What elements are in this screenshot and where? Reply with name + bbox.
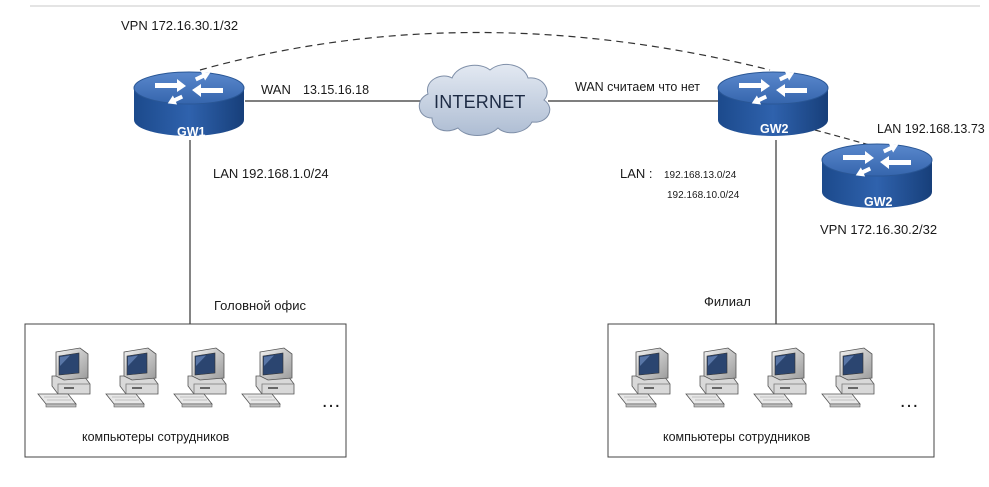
branch-caption: компьютеры сотрудников [663, 430, 811, 444]
branch-office-box [607, 323, 935, 458]
gw1-router-label: GW1 [177, 125, 206, 139]
lan-gw2-network-1: 192.168.13.0/24 [664, 170, 737, 181]
branch-office-computer-icon [617, 347, 671, 408]
vpn-tunnel-line [199, 31, 771, 71]
gw2-vpn-router-label: GW2 [864, 195, 893, 209]
head-office-computer-icon [105, 347, 159, 408]
gw2-branch-router-label: GW2 [760, 122, 789, 136]
head-office-computers [37, 347, 295, 408]
wan-gw2-label: WAN считаем что нет [575, 80, 701, 94]
head-office-box [24, 323, 347, 458]
head-office-computer-icon [37, 347, 91, 408]
head-office-label: Головной офис [214, 298, 306, 313]
internet-label: INTERNET [434, 92, 526, 112]
lan-gw2-prefix: LAN : [620, 166, 653, 181]
cloud-icon [418, 63, 551, 136]
vpn-gw2-label: VPN 172.16.30.2/32 [820, 222, 938, 237]
head-office-ellipsis: … [321, 390, 342, 412]
wan-gw1-prefix: WAN [261, 82, 291, 97]
lan-gw2-network-2: 192.168.10.0/24 [667, 190, 740, 201]
branch-ellipsis: … [899, 390, 920, 412]
branch-office-computers [617, 347, 875, 408]
head-office-computer-icon [241, 347, 295, 408]
branch-label: Филиал [704, 294, 751, 309]
branch-office-computer-icon [685, 347, 739, 408]
vpn-gw1-label: VPN 172.16.30.1/32 [121, 18, 239, 33]
head-office-caption: компьютеры сотрудников [82, 430, 230, 444]
lan-gw1-label: LAN 192.168.1.0/24 [213, 166, 329, 181]
branch-office-computer-icon [753, 347, 807, 408]
lan-vpn-router-label: LAN 192.168.13.73 [877, 122, 985, 136]
branch-office-computer-icon [821, 347, 875, 408]
wan-gw1-ip: 13.15.16.18 [303, 83, 370, 97]
head-office-computer-icon [173, 347, 227, 408]
